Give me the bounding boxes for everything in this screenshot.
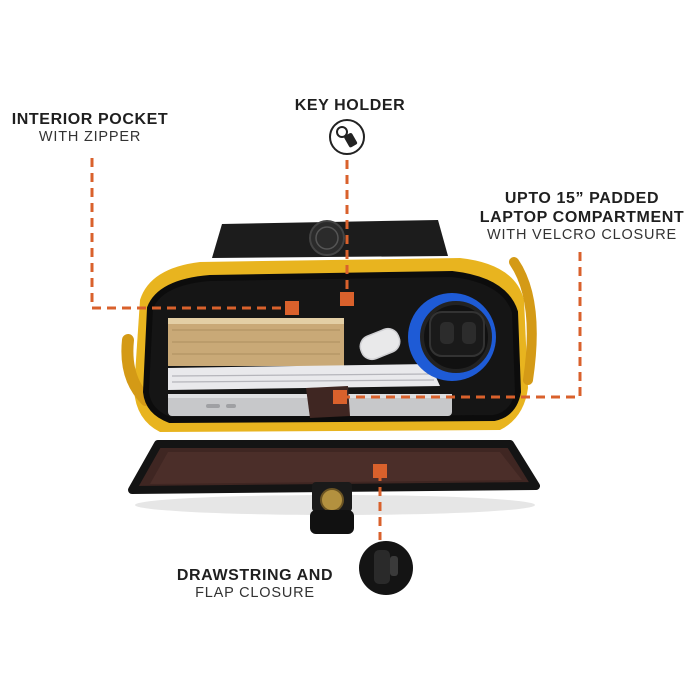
earbuds-case: [359, 327, 401, 361]
marker-key-holder: [340, 292, 354, 306]
leader-interior-pocket: [90, 158, 290, 310]
closure-subtitle: FLAP CLOSURE: [195, 585, 315, 602]
laptop-subtitle: WITH VELCRO CLOSURE: [486, 227, 678, 244]
brand-emblem: [309, 220, 345, 256]
drawstring-toggle-icon: [359, 541, 413, 595]
laptop-compartment-label: UPTO 15” PADDED LAPTOP COMPARTMENT WITH …: [466, 189, 698, 245]
laptop-title-line1: UPTO 15” PADDED: [504, 190, 660, 207]
closure-title: DRAWSTRING AND: [176, 567, 334, 584]
key-holder-title: KEY HOLDER: [294, 97, 406, 114]
interior-pocket-label: INTERIOR POCKET WITH ZIPPER: [0, 110, 180, 147]
leader-laptop: [340, 252, 582, 399]
marker-laptop: [333, 390, 347, 404]
key-holder-icon: [329, 119, 365, 155]
brass-buckle: [320, 488, 344, 512]
closure-label: DRAWSTRING AND FLAP CLOSURE: [150, 566, 360, 603]
laptop-title-line2: LAPTOP COMPARTMENT: [479, 209, 685, 227]
marker-closure: [373, 464, 387, 478]
key-holder-label: KEY HOLDER: [270, 96, 430, 115]
interior-pocket-title: INTERIOR POCKET: [11, 111, 169, 128]
interior-pocket-subtitle: WITH ZIPPER: [38, 129, 142, 146]
notebook: [168, 364, 440, 390]
marker-interior-pocket: [285, 301, 299, 315]
leader-lines: [90, 158, 582, 540]
